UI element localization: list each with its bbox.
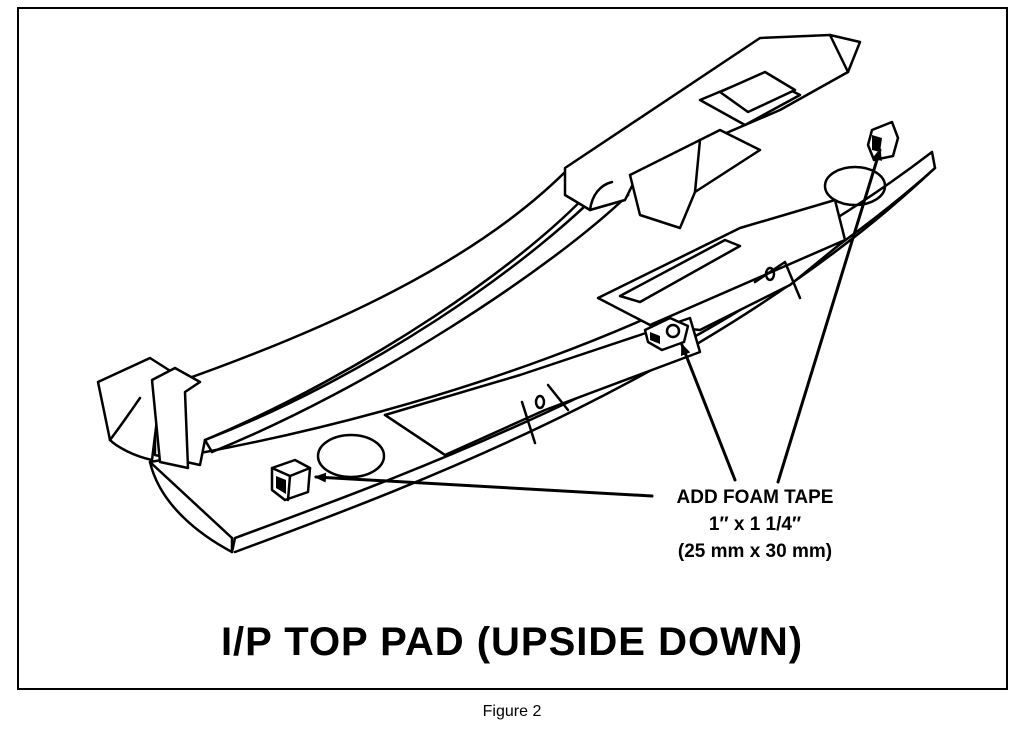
- left-end-clip: [96, 356, 202, 470]
- right-hole: [823, 165, 887, 207]
- left-hole: [316, 433, 386, 479]
- foam-tape-left: [270, 458, 312, 502]
- arrow-to-right-tape: [776, 148, 882, 484]
- diagram-title: I/P TOP PAD (UPSIDE DOWN): [220, 620, 804, 664]
- right-end-block: [563, 33, 862, 230]
- arrow-to-center-tape: [680, 343, 737, 482]
- figure-frame: [17, 7, 1008, 690]
- front-duct: [383, 316, 702, 457]
- foam-tape-right: [866, 120, 900, 162]
- leader-arrows: [314, 148, 882, 498]
- callout-size-imperial: 1″ x 1 1/4″: [708, 514, 802, 535]
- arrow-to-left-tape: [314, 472, 654, 498]
- center-duct: [596, 198, 847, 332]
- callout-size-metric: (25 mm x 30 mm): [677, 541, 833, 562]
- figure-caption: Figure 2: [482, 703, 542, 720]
- foam-tape-center: [643, 316, 690, 352]
- callout-add-foam-tape: ADD FOAM TAPE: [676, 487, 834, 508]
